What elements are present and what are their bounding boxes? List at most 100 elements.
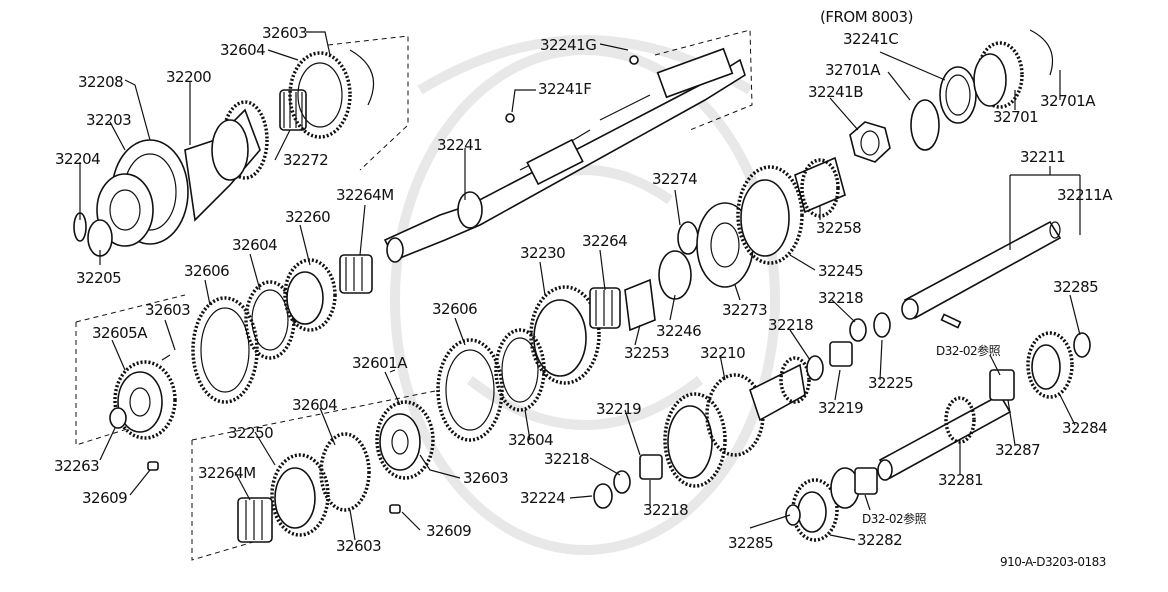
label-32218-c: 32218 [544, 450, 589, 468]
label-32241C: 32241C [843, 30, 898, 48]
label-32205: 32205 [76, 269, 121, 287]
label-32258: 32258 [816, 219, 861, 237]
part-32604-synchro-ring-c [494, 328, 546, 412]
part-32246-washer [658, 250, 692, 300]
group-outline-mainshaft [654, 29, 753, 131]
part-32219-needle-bearing-a [829, 341, 853, 367]
part-labels: 32603 32604 32208 32200 32203 32204 3220… [54, 8, 1114, 569]
part-32605A-synchro-hub [113, 360, 177, 440]
label-32241B: 32241B [808, 83, 863, 101]
part-32603-spring [349, 49, 375, 106]
part-32241-mainshaft [383, 47, 746, 263]
label-32281: 32281 [938, 471, 983, 489]
part-32230-gear [529, 285, 601, 385]
label-32246: 32246 [656, 322, 701, 340]
label-32603-a: 32603 [262, 24, 307, 42]
part-32245-gear [736, 165, 804, 265]
part-32260-gear [283, 258, 337, 332]
label-32200: 32200 [166, 68, 211, 86]
diagram-code: 910-A-D3203-0183 [1000, 555, 1106, 569]
label-32210: 32210 [700, 344, 745, 362]
part-32264M-needle-bearing-b [237, 497, 273, 543]
part-32701A-snap-ring-a [910, 99, 940, 151]
label-32285-b: 32285 [728, 534, 773, 552]
part-32224-washer [593, 483, 613, 509]
label-32701: 32701 [993, 108, 1038, 126]
label-32211: 32211 [1020, 148, 1065, 166]
label-32606-b: 32606 [432, 300, 477, 318]
label-32609-b: 32609 [426, 522, 471, 540]
label-32204: 32204 [55, 150, 100, 168]
label-32604-b: 32604 [232, 236, 277, 254]
label-32225: 32225 [868, 374, 913, 392]
part-32281-reverse-shaft [877, 393, 1012, 481]
label-32272: 32272 [283, 151, 328, 169]
part-32219-needle-bearing-b [639, 454, 663, 480]
part-32218-washer-a [849, 318, 867, 342]
label-32253: 32253 [624, 344, 669, 362]
part-32701A-snap-ring-b [1029, 29, 1054, 76]
label-32274: 32274 [652, 170, 697, 188]
label-32603-d: 32603 [463, 469, 508, 487]
part-32263-snap-ring [109, 407, 127, 429]
label-32273: 32273 [722, 301, 767, 319]
part-32241C-washer [939, 66, 977, 124]
label-32701A-a: 32701A [825, 61, 881, 79]
part-32253-collar [624, 278, 656, 332]
label-32601A: 32601A [352, 354, 408, 372]
part-32284-gear [1026, 331, 1074, 399]
label-32603-b: 32603 [145, 301, 190, 319]
part-32200-input-shaft [184, 100, 269, 222]
label-32284: 32284 [1062, 419, 1107, 437]
label-32264: 32264 [582, 232, 627, 250]
part-32264M-needle-bearing-a [339, 254, 373, 294]
part-bearing-lower-right [830, 467, 878, 509]
part-32218-washer-b [806, 355, 824, 381]
label-32219-b: 32219 [596, 400, 641, 418]
label-ref-d32-a: D32-02参照 [936, 343, 1001, 358]
part-32601A-synchro-hub [375, 400, 435, 480]
label-32218-b: 32218 [768, 316, 813, 334]
label-32287: 32287 [995, 441, 1040, 459]
label-32263: 32263 [54, 457, 99, 475]
part-32250-gear [270, 453, 330, 537]
part-32701-bushing [973, 41, 1024, 109]
part-32241F-ball [505, 113, 515, 123]
label-32264M-a: 32264M [336, 186, 394, 204]
label-32604-a: 32604 [220, 41, 265, 59]
part-32225-snap-ring [873, 312, 891, 338]
label-32264M-b: 32264M [198, 464, 256, 482]
part-32272-needle-bearing [279, 89, 307, 131]
label-32211A: 32211A [1057, 186, 1113, 204]
part-32604-synchro-ring [288, 51, 352, 139]
label-ref-d32-b: D32-02参照 [862, 511, 927, 526]
part-32604-synchro-ring-d [319, 432, 371, 512]
group-outline-lower [191, 389, 441, 561]
label-32609-a: 32609 [82, 489, 127, 507]
group-outline-upper-left [327, 35, 409, 171]
label-32606-a: 32606 [184, 262, 229, 280]
part-32211A-pin [940, 313, 962, 329]
label-32208: 32208 [78, 73, 123, 91]
label-32218-d: 32218 [643, 501, 688, 519]
part-32264-needle-bearing [589, 287, 621, 329]
label-32241F: 32241F [538, 80, 591, 98]
part-32287-bearing [989, 369, 1015, 401]
label-32218-a: 32218 [818, 289, 863, 307]
from-note: (FROM 8003) [820, 8, 913, 26]
label-32605A: 32605A [92, 324, 148, 342]
label-32219-a: 32219 [818, 399, 863, 417]
label-32245: 32245 [818, 262, 863, 280]
label-32241G: 32241G [540, 36, 596, 54]
group-outline-left [75, 294, 186, 446]
label-32203: 32203 [86, 111, 131, 129]
label-32260: 32260 [285, 208, 330, 226]
part-32241B-nut [849, 121, 891, 163]
part-32274-snap-ring [677, 221, 699, 255]
label-32224: 32224 [520, 489, 565, 507]
part-32609-key-b [389, 504, 401, 514]
label-32604-c: 32604 [508, 431, 553, 449]
part-32285-snap-ring-a [1073, 332, 1091, 358]
part-32211-idler-shaft [901, 220, 1062, 320]
part-32210-counter-gear [663, 356, 811, 488]
